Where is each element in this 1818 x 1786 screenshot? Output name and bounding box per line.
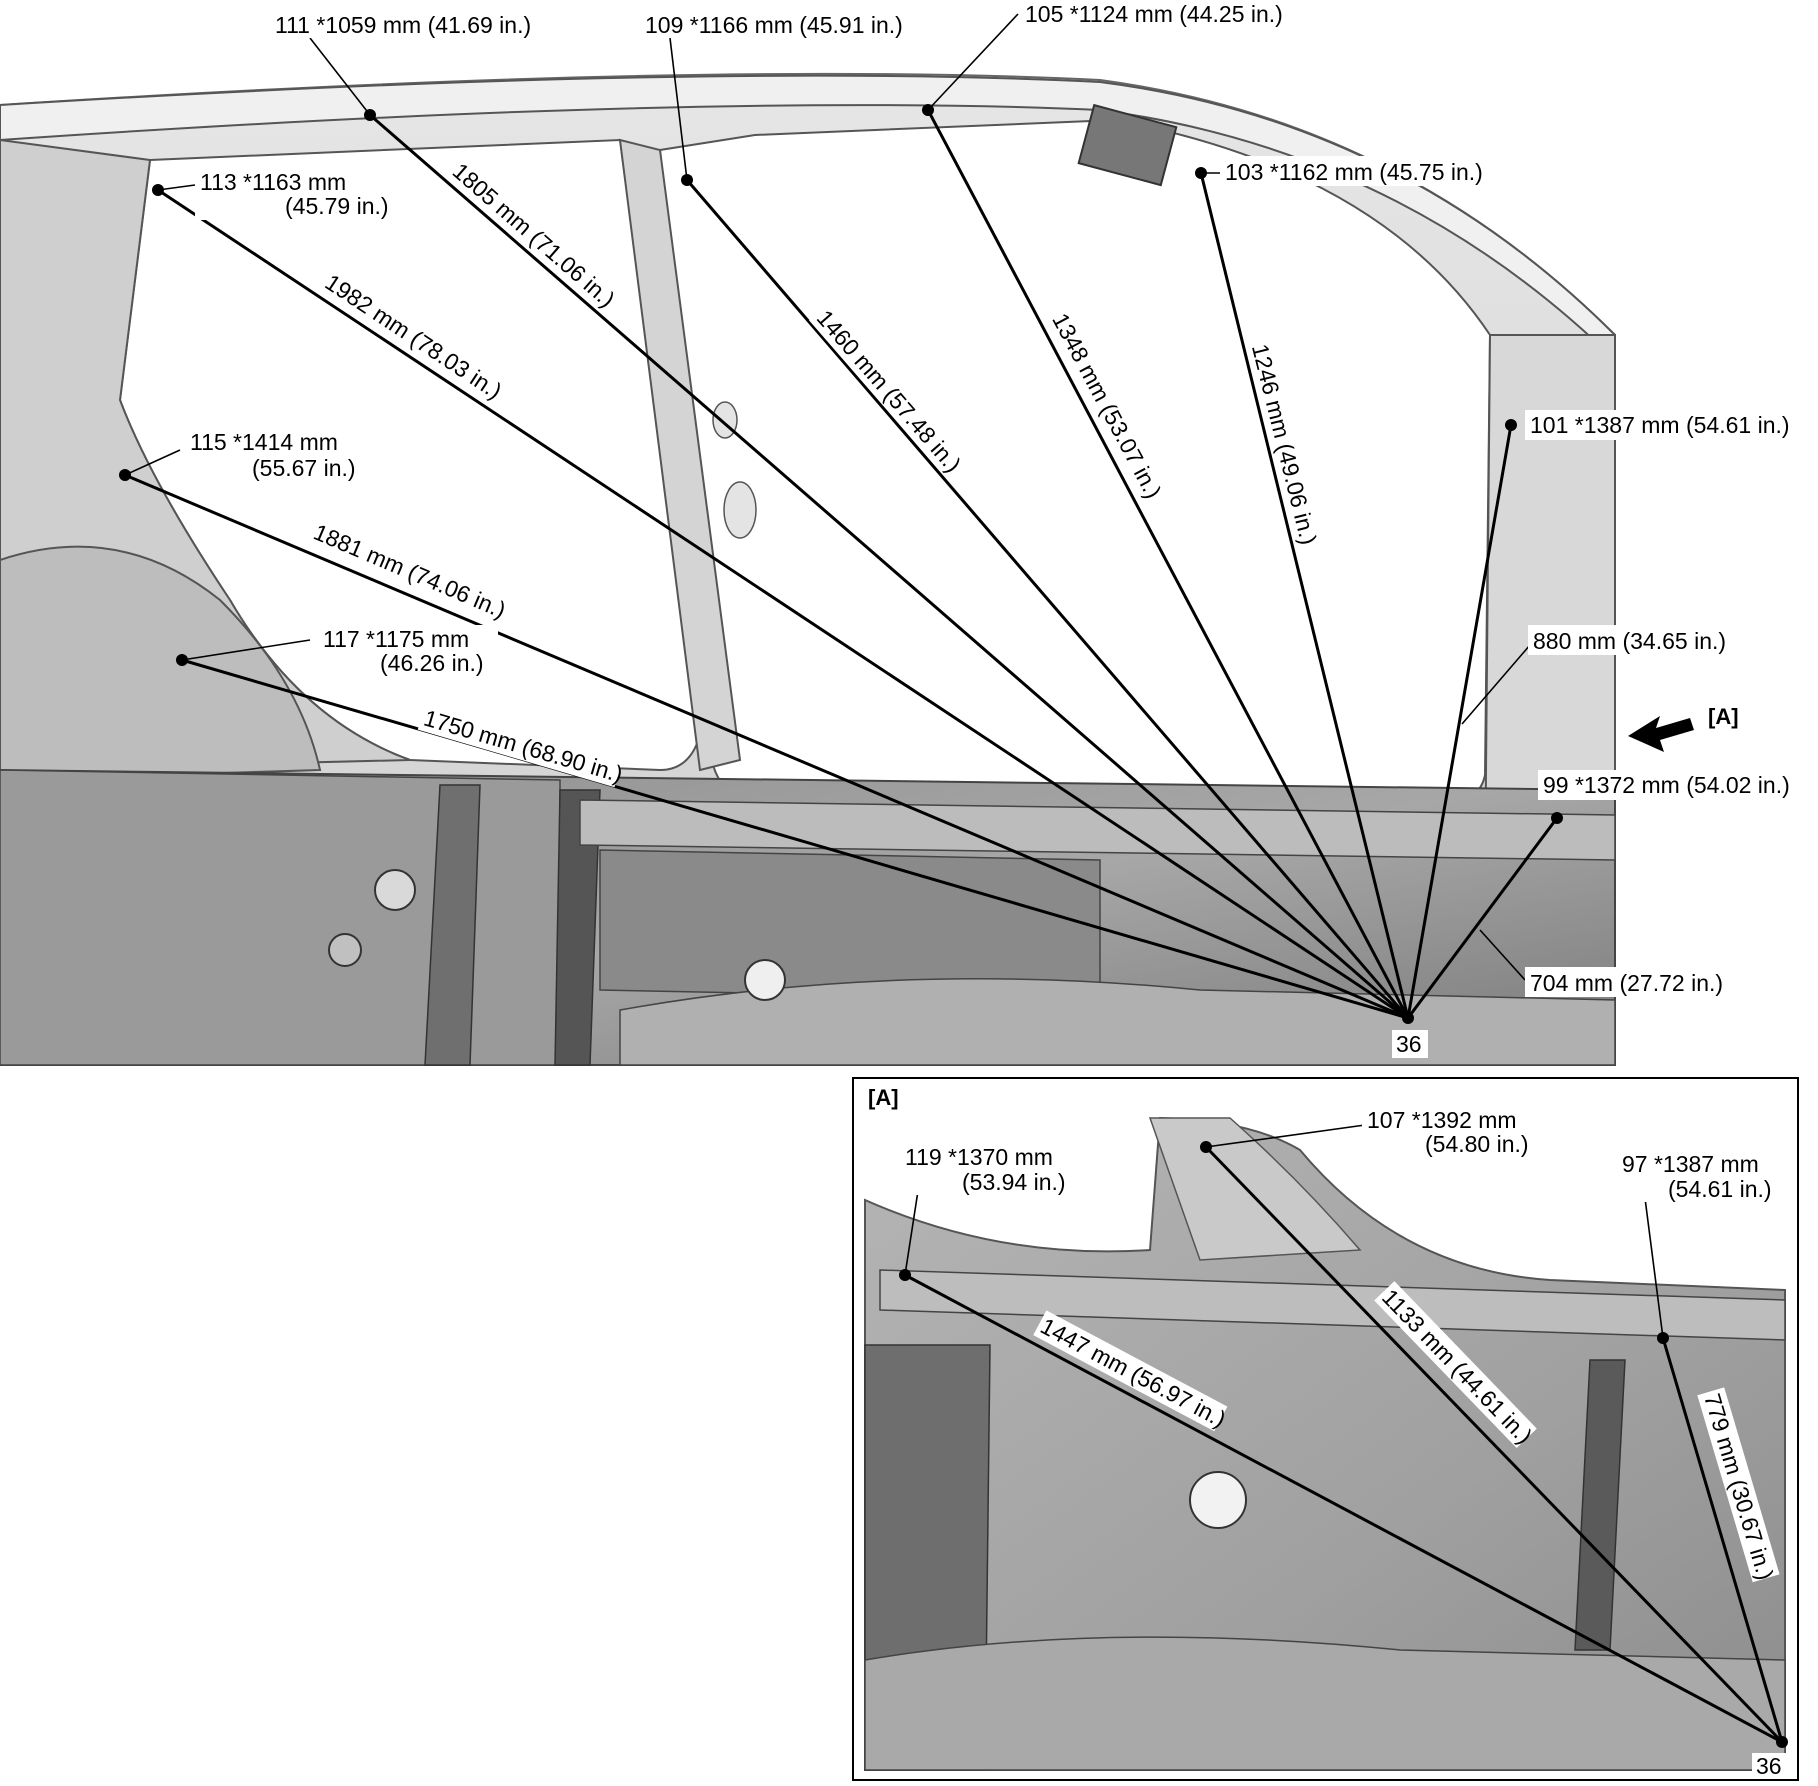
label-point-97-line1: 97 *1387 mm: [1622, 1151, 1759, 1177]
leader-105: [927, 13, 1019, 111]
label-point-105: 105 *1124 mm (44.25 in.): [1025, 1, 1283, 27]
label-point-97-line2: (54.61 in.): [1668, 1176, 1772, 1202]
line-119-36: [904, 1273, 1783, 1744]
leader-113: [157, 184, 196, 191]
pillar-hole: [723, 481, 757, 539]
front-floor-panel: [599, 849, 1101, 1001]
line-111-36: [369, 113, 1409, 1020]
point-101-dot: [1505, 419, 1517, 431]
floor-plug-hole: [744, 959, 786, 1001]
inset-point-107-dot: [1200, 1141, 1212, 1153]
point-117-dot: [176, 654, 188, 666]
point-109-dot: [681, 174, 693, 186]
point-113-dot: [152, 184, 164, 196]
main-view-artwork: [0, 72, 1616, 1066]
rear-wheel-arch: [0, 545, 322, 782]
point-99-dot: [1551, 812, 1563, 824]
inset-plug-hole: [1189, 1471, 1247, 1529]
inset-title: [A]: [868, 1085, 899, 1110]
label-point-113-line1: 113 *1163 mm: [200, 169, 346, 195]
inset-point-97-dot: [1657, 1332, 1669, 1344]
inset-label-point-36: 36: [1756, 1753, 1782, 1779]
floor-plug-hole: [374, 869, 416, 911]
leader-117: [181, 639, 311, 661]
front-door-opening: [658, 118, 1492, 807]
main-point-labels: 111 *1059 mm (41.69 in.) 109 *1166 mm (4…: [185, 0, 1816, 1058]
line-97-36: [1661, 1337, 1784, 1743]
floor-crossmember: [424, 784, 481, 1066]
leader-880: [1461, 644, 1531, 725]
leader-109: [669, 37, 688, 181]
point-111-dot: [364, 109, 376, 121]
view-arrow-label: [A]: [1708, 704, 1739, 729]
line-117-36: [181, 658, 1409, 1020]
line-115-36: [124, 473, 1409, 1020]
measure-880: 880 mm (34.65 in.): [1533, 628, 1726, 654]
label-point-36: 36: [1396, 1031, 1422, 1057]
line-99-36: [1406, 817, 1559, 1019]
view-a-arrow: [A]: [1628, 704, 1739, 752]
label-point-119-line1: 119 *1370 mm: [905, 1144, 1053, 1170]
view-arrow-icon: [1628, 716, 1694, 752]
inset-point-36-dot: [1776, 1736, 1788, 1748]
inset-tunnel: [864, 1636, 1786, 1771]
line-105-36: [926, 109, 1410, 1019]
label-point-113-line2: (45.79 in.): [285, 193, 389, 219]
point-105-dot: [922, 104, 934, 116]
line-109-36: [685, 179, 1410, 1019]
b-pillar: [618, 138, 742, 772]
label-point-115-line2: (55.67 in.): [252, 455, 356, 481]
main-measurement-lines: [119, 13, 1563, 1024]
leader-107: [1205, 1124, 1366, 1148]
leader-111: [309, 37, 371, 116]
label-point-119-line2: (53.94 in.): [962, 1169, 1066, 1195]
point-36-dot: [1402, 1012, 1414, 1024]
inset-a: [A] 119 *1370 mm (53.94 in.) 107 *1392 m…: [852, 1077, 1799, 1781]
rocker-panel: [579, 799, 1616, 861]
label-point-111: 111 *1059 mm (41.69 in.): [275, 12, 531, 38]
inset-point-119-dot: [899, 1269, 911, 1281]
line-107-36: [1204, 1145, 1784, 1744]
label-point-99: 99 *1372 mm (54.02 in.): [1543, 772, 1790, 798]
label-point-107-line1: 107 *1392 mm: [1367, 1107, 1517, 1133]
label-point-117-line1: 117 *1175 mm: [323, 626, 469, 652]
label-point-103: 103 *1162 mm (45.75 in.): [1225, 159, 1483, 185]
floor-crossmember-2: [554, 789, 601, 1066]
label-point-107-line2: (54.80 in.): [1425, 1131, 1529, 1157]
leader-97: [1641, 1174, 1664, 1339]
label-point-115-line1: 115 *1414 mm: [190, 429, 338, 455]
measure-704: 704 mm (27.72 in.): [1530, 970, 1723, 996]
label-point-117-line2: (46.26 in.): [380, 650, 484, 676]
label-point-101: 101 *1387 mm (54.61 in.): [1530, 412, 1790, 438]
point-115-dot: [119, 469, 131, 481]
bracket: [1077, 103, 1178, 187]
line-103-36: [1199, 172, 1410, 1019]
leader-704: [1479, 929, 1526, 981]
inset-rocker: [879, 1269, 1786, 1341]
line-113-36: [157, 188, 1409, 1020]
floor-plug-hole: [328, 933, 362, 967]
line-101-36: [1406, 424, 1513, 1019]
leader-115: [124, 449, 181, 476]
inset-pillar: [1148, 1117, 1362, 1261]
label-point-109: 109 *1166 mm (45.91 in.): [645, 12, 903, 38]
point-103-dot: [1195, 167, 1207, 179]
